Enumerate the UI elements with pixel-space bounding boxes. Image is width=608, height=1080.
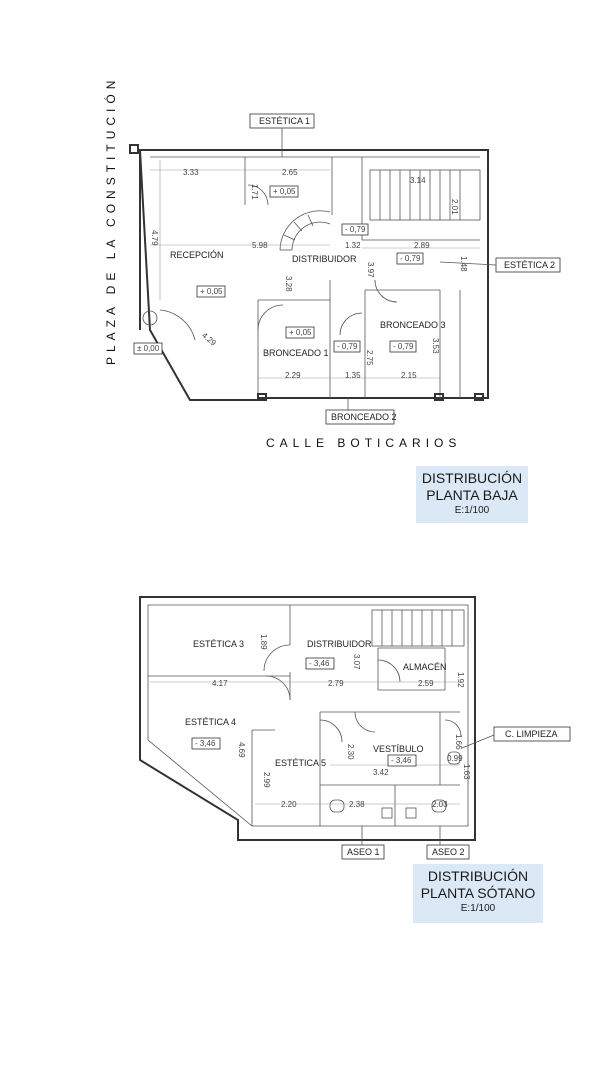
label-aseo2: ASEO 2 <box>432 847 465 857</box>
dim-ps-8: 2.30 <box>346 744 355 760</box>
level-estetica4: - 3,46 <box>195 739 216 748</box>
label-bronceado3: BRONCEADO 3 <box>380 320 446 330</box>
dim-ps-1: 1.89 <box>259 634 268 650</box>
dim-pb-17: 1.35 <box>345 371 361 380</box>
street-calle-boticarios: CALLE BOTICARIOS <box>266 436 461 450</box>
dim-pb-18: 2.15 <box>401 371 417 380</box>
level-bronceado3: - 0,79 <box>393 342 414 351</box>
dim-pb-15: 3.53 <box>431 338 440 354</box>
door-bronceado3 <box>374 279 398 303</box>
dim-pb-4: 1.71 <box>250 184 259 200</box>
dim-pb-5: 2.01 <box>450 199 459 215</box>
ground-stairs <box>369 169 481 221</box>
title-ps-line1: DISTRIBUCIÓN <box>427 868 529 884</box>
dim-ps-16: 2.03 <box>432 800 448 809</box>
label-recepcion: RECEPCIÓN <box>170 250 224 260</box>
tag-bronceado2 <box>325 409 395 425</box>
dim-ps-9: 1.66 <box>454 734 463 750</box>
spiral-stair <box>279 210 331 251</box>
title-ps-line2: PLANTA SÓTANO <box>420 885 536 901</box>
dim-ps-13: 1.63 <box>462 764 471 780</box>
dim-pb-14: 2.75 <box>365 350 374 366</box>
title-ps-scale: E:1/100 <box>460 903 496 914</box>
label-bronceado2: BRONCEADO 2 <box>331 412 397 422</box>
dim-ps-12: 2.99 <box>262 772 271 788</box>
toilet-aseo2-icon <box>431 799 447 813</box>
label-bronceado1: BRONCEADO 1 <box>263 348 329 358</box>
dim-pb-1: 3.33 <box>183 168 199 177</box>
title-planta-baja: DISTRIBUCIÓN PLANTA BAJA E:1/100 <box>416 466 528 523</box>
dim-ps-4: 4.17 <box>212 679 228 688</box>
label-estetica5: ESTÉTICA 5 <box>275 758 326 768</box>
title-pb-line1: DISTRIBUCIÓN <box>421 470 523 486</box>
toilet-aseo1-icon <box>329 799 345 813</box>
dim-pb-16: 2.29 <box>285 371 301 380</box>
dim-ps-3: 1.92 <box>456 672 465 688</box>
dim-ps-6: 2.59 <box>418 679 434 688</box>
label-climpieza: C. LIMPIEZA <box>505 729 558 739</box>
title-pb-line2: PLANTA BAJA <box>426 487 518 503</box>
basement-outer-wall <box>139 596 476 841</box>
door-estetica1 <box>247 184 269 206</box>
dim-ps-15: 2.38 <box>349 800 365 809</box>
label-estetica3: ESTÉTICA 3 <box>193 639 244 649</box>
dim-ps-5: 2.79 <box>328 679 344 688</box>
sink-aseo1-icon <box>381 807 393 819</box>
label-almacen: ALMACÉN <box>403 662 447 672</box>
label-estetica2: ESTÉTICA 2 <box>504 260 555 270</box>
level-street: ± 0,00 <box>137 344 160 353</box>
dim-pb-12: 3.28 <box>284 276 293 292</box>
level-distribuidor: - 0,79 <box>345 225 366 234</box>
dim-pb-3: 3.14 <box>410 176 426 185</box>
dim-ps-10: 0.99 <box>447 754 463 763</box>
door-entrance <box>159 309 196 341</box>
label-distribuidor-pb: DISTRIBUIDOR <box>292 254 357 264</box>
label-distribuidor-ps: DISTRIBUIDOR <box>307 639 372 649</box>
ground-floor-plan: RECEPCIÓN DISTRIBUIDOR BRONCEADO 1 BRONC… <box>103 76 561 450</box>
dim-ps-11: 3.42 <box>373 768 389 777</box>
level-estetica1: + 0,05 <box>273 187 296 196</box>
door-bronceado1 <box>257 304 284 331</box>
dim-pb-6: 4.79 <box>150 230 159 246</box>
level-estetica2: - 0,79 <box>400 254 421 263</box>
label-aseo1: ASEO 1 <box>347 847 380 857</box>
basement-plan: ESTÉTICA 3 DISTRIBUIDOR ALMACÉN ESTÉTICA… <box>139 596 571 860</box>
door-bronceado2 <box>339 312 363 336</box>
street-plaza-constitucion: PLAZA DE LA CONSTITUCIÓN <box>103 76 118 365</box>
label-vestibulo: VESTÍBULO <box>373 744 424 754</box>
level-distribuidor-ps: - 3,46 <box>309 659 330 668</box>
sink-climpieza-icon <box>447 751 461 765</box>
dim-pb-10: 1.48 <box>459 256 468 272</box>
dim-ps-7: 4.69 <box>237 742 246 758</box>
dim-ps-14: 2.20 <box>281 800 297 809</box>
dim-pb-8: 1.32 <box>345 241 361 250</box>
level-bronceado1: + 0,05 <box>289 328 312 337</box>
column <box>142 310 158 326</box>
dim-pb-11: 3.97 <box>366 262 375 278</box>
label-estetica1: ESTÉTICA 1 <box>259 116 310 126</box>
level-vestibulo: - 3,46 <box>391 756 412 765</box>
level-bronceado2: - 0,79 <box>337 342 358 351</box>
dim-pb-7: 5.98 <box>252 241 268 250</box>
dim-pb-13: 4.29 <box>200 331 218 348</box>
dim-ps-2: 3.07 <box>352 654 361 670</box>
dim-pb-2: 2.65 <box>282 168 298 177</box>
sink-aseo2-icon <box>405 807 417 819</box>
ground-outer-wall <box>138 149 489 401</box>
title-planta-sotano: DISTRIBUCIÓN PLANTA SÓTANO E:1/100 <box>413 864 543 923</box>
level-recepcion: + 0,05 <box>200 287 223 296</box>
basement-stairs <box>371 609 465 647</box>
label-estetica4: ESTÉTICA 4 <box>185 717 236 727</box>
dim-pb-9: 2.89 <box>414 241 430 250</box>
title-pb-scale: E:1/100 <box>454 505 490 516</box>
